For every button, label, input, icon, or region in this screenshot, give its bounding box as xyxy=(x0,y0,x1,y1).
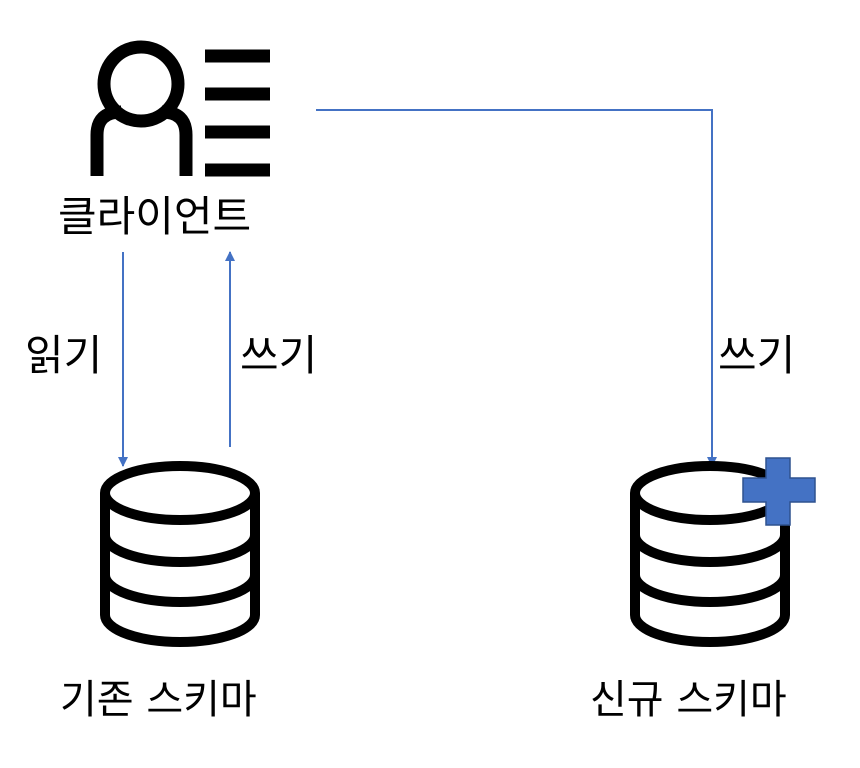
new-schema-label: 신규 스키마 xyxy=(590,677,787,723)
db-top xyxy=(100,461,260,525)
user-shoulder-right xyxy=(161,105,193,176)
write-new-label: 쓰기 xyxy=(718,331,796,380)
db-bottom xyxy=(630,614,790,647)
user-shoulder-left xyxy=(90,105,122,176)
user-list-icon xyxy=(90,40,270,177)
read-label: 읽기 xyxy=(25,331,103,380)
write-new-arrow xyxy=(316,109,717,467)
db-bottom xyxy=(100,614,260,647)
user-head xyxy=(97,40,185,128)
old-schema-label: 기존 스키마 xyxy=(60,677,257,723)
db-band-2 xyxy=(630,574,790,607)
write-old-label: 쓰기 xyxy=(240,331,318,380)
plus-icon xyxy=(742,457,816,526)
database-icon xyxy=(100,461,260,647)
db-band-1 xyxy=(630,534,790,567)
client-label: 클라이언트 xyxy=(58,192,252,241)
db-band-1 xyxy=(100,534,260,567)
database-add-icon xyxy=(630,457,816,647)
db-band-2 xyxy=(100,574,260,607)
